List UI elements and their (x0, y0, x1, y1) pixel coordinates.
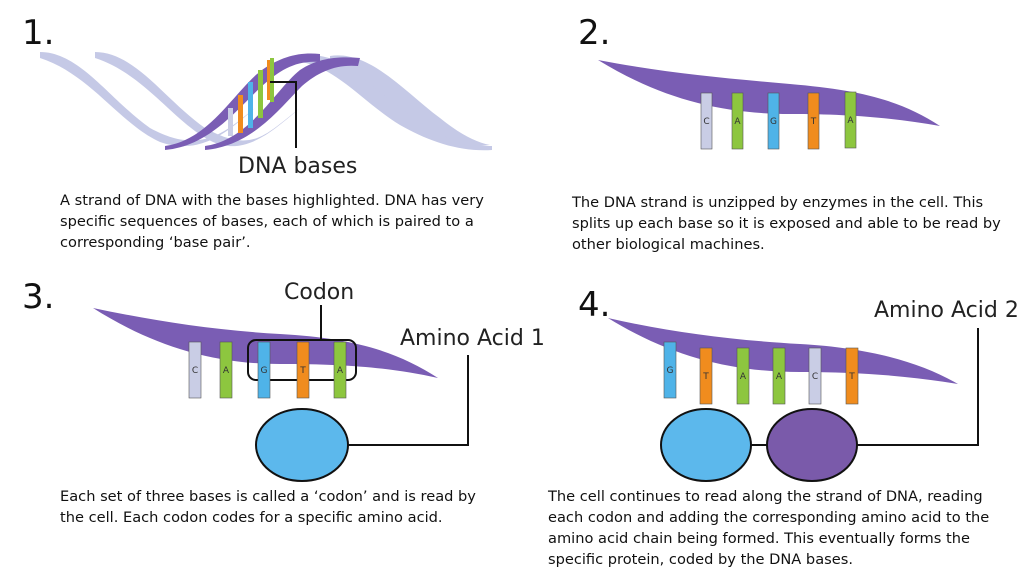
amino-acid-1-label: Amino Acid 1 (400, 326, 545, 351)
amino-acid-2-pointer (857, 328, 979, 446)
base-letter: A (337, 366, 344, 376)
dna-bases-label: DNA bases (238, 154, 358, 179)
helix-base (270, 58, 274, 102)
base-letter: C (192, 366, 198, 376)
base-a-bar (333, 341, 347, 399)
base-letter: G (667, 366, 674, 376)
base-a-bar (772, 347, 786, 405)
base-c-bar (700, 92, 713, 150)
base-letter: T (848, 372, 855, 382)
helix-base (228, 108, 233, 136)
base-t-bar (807, 92, 820, 150)
base-g-bar (257, 341, 271, 399)
helix-base (248, 82, 253, 128)
base-letter: T (810, 117, 817, 127)
base-letter: T (702, 372, 709, 382)
base-t-bar (699, 347, 713, 405)
base-letter: A (734, 117, 741, 127)
helix-strand-light-4 (330, 55, 490, 146)
base-a-bar (844, 91, 857, 149)
helix-base (258, 70, 263, 118)
base-letter: A (223, 366, 230, 376)
amino-acid-1 (255, 408, 349, 482)
panel-3-number: 3. (22, 277, 55, 317)
base-g-bar (663, 341, 677, 399)
panel-1-number: 1. (22, 13, 55, 53)
panel-4-caption: The cell continues to read along the str… (548, 488, 990, 568)
helix-strand-light-1 (40, 52, 255, 147)
base-letter: G (261, 366, 268, 376)
amino-acid-1-pointer (348, 355, 469, 446)
base-c-bar (188, 341, 202, 399)
dna-double-helix (40, 52, 492, 151)
base-letter: G (770, 117, 777, 127)
base-letter: A (776, 372, 783, 382)
amino-acid-chain-1 (660, 408, 752, 482)
panel-2-number: 2. (578, 13, 611, 53)
base-g-bar (767, 92, 780, 150)
base-a-bar (219, 341, 233, 399)
base-letter: C (812, 372, 818, 382)
helix-strand-purple-2 (205, 57, 360, 151)
helix-strand-light-2 (95, 52, 300, 147)
amino-acid-2-label: Amino Acid 2 (874, 298, 1019, 323)
base-letter: A (740, 372, 747, 382)
panel-2-caption: The DNA strand is unzipped by enzymes in… (572, 194, 1001, 253)
panel-4-number: 4. (578, 285, 611, 325)
base-t-bar (845, 347, 859, 405)
codon-label: Codon (284, 280, 355, 305)
helix-base (267, 60, 272, 100)
base-t-bar (296, 341, 310, 399)
dna-bases-pointer (270, 81, 297, 148)
helix-bases (228, 58, 274, 136)
base-letter: A (847, 116, 854, 126)
panel-3-caption: Each set of three bases is called a ‘cod… (60, 488, 476, 526)
base-a-bar (731, 92, 744, 150)
panel-1-caption: A strand of DNA with the bases highlight… (60, 192, 484, 251)
base-a-bar (736, 347, 750, 405)
helix-base (238, 95, 243, 133)
base-letter: C (703, 117, 709, 127)
base-c-bar (808, 347, 822, 405)
base-letter: T (299, 366, 306, 376)
amino-acid-chain-2 (766, 408, 858, 482)
